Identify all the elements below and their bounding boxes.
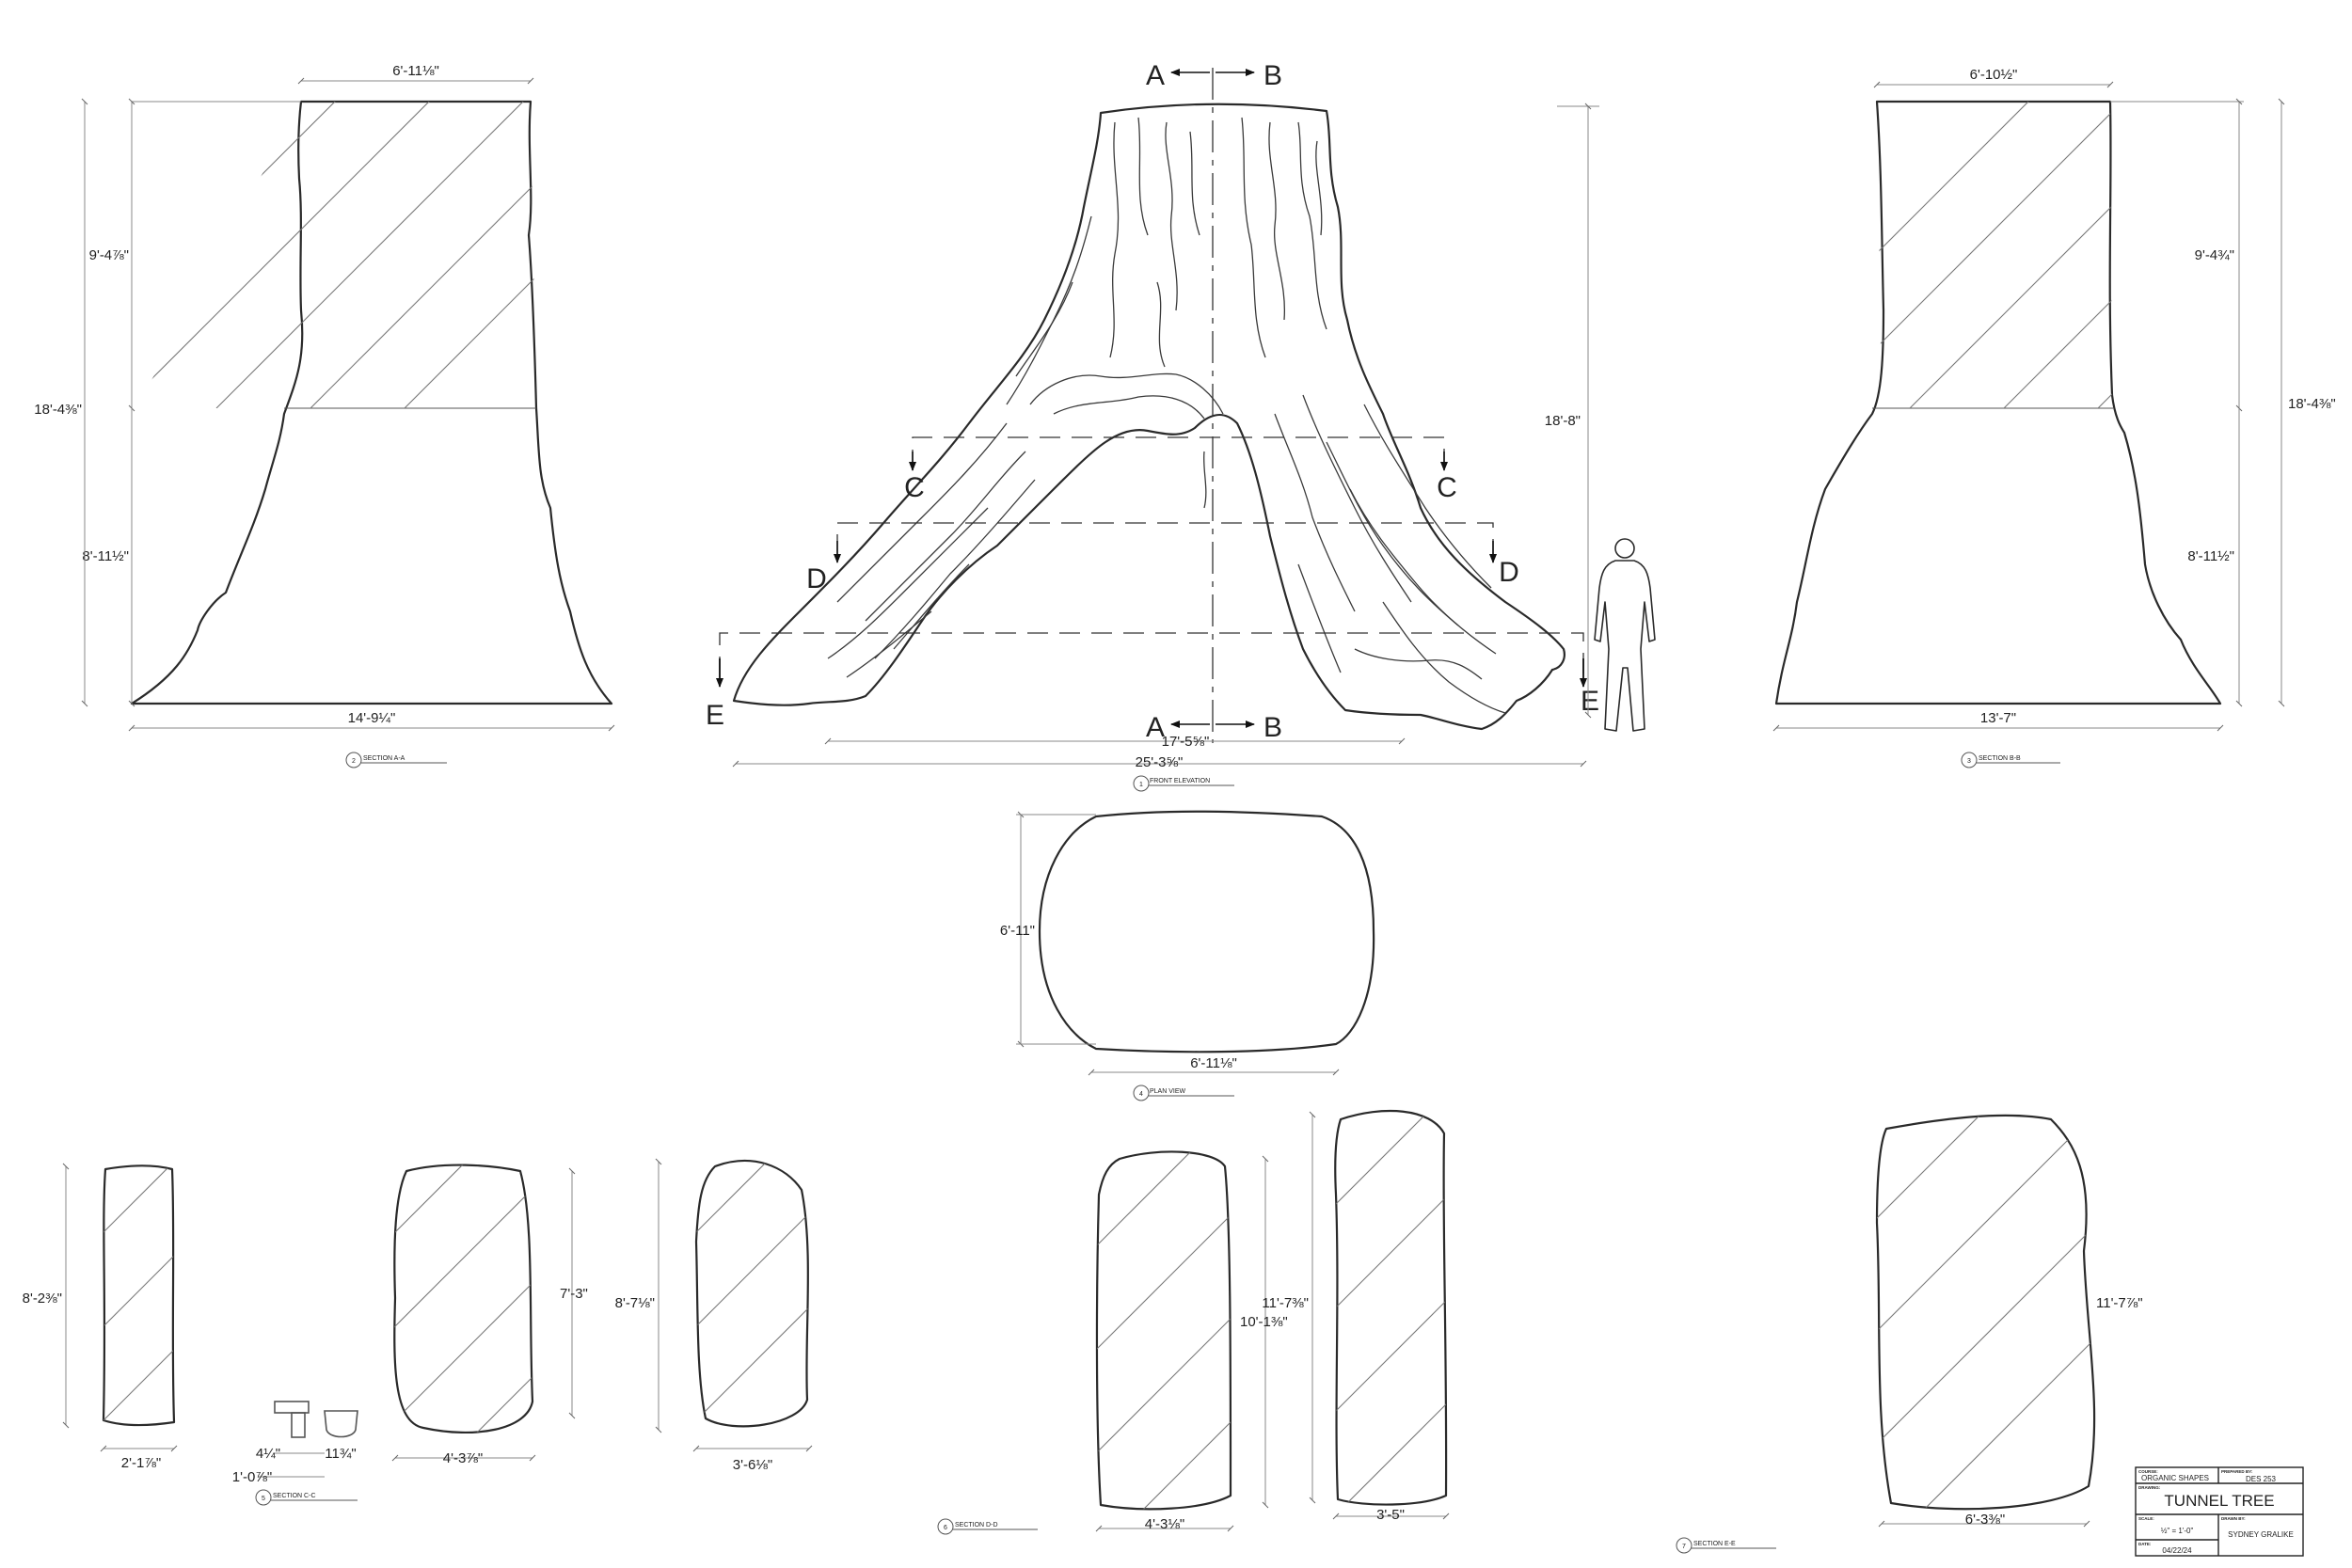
bb-upper-height-dim: 9'-4¾" [2195, 247, 2234, 263]
dd-section-1-outline [694, 1159, 809, 1428]
cut-mark-e-left: E [706, 700, 724, 731]
tb-scale: ½" = 1'-0" [2161, 1527, 2194, 1535]
ee-section-2-outline [1875, 1114, 2096, 1511]
ee-s2-height-dim: 11'-7⅞" [2096, 1295, 2143, 1311]
ee-s1-height-dim: 11'-7⅜" [1262, 1295, 1309, 1311]
cut-mark-a-top: A [1146, 60, 1165, 91]
tb-drawn-by: SYDNEY GRALIKE [2228, 1530, 2294, 1539]
tb-prepared-label: PREPARED BY: [2221, 1469, 2253, 1474]
cc-s1-height-dim: 8'-2⅜" [23, 1291, 62, 1307]
bark-texture [827, 117, 1506, 714]
plan-depth-dim: 6'-11" [1000, 923, 1035, 939]
fe-overall-width-dim: 25'-3⅝" [1136, 754, 1184, 770]
cut-mark-c-right: C [1437, 472, 1457, 503]
fe-view-title: FRONT ELEVATION [1150, 778, 1210, 784]
cut-mark-b-bottom: B [1263, 712, 1282, 743]
cut-mark-d-right: D [1499, 557, 1519, 588]
section-bb-outline [1774, 100, 2222, 705]
title-block: COURSE: ORGANIC SHAPES PREPARED BY: DES … [2135, 1466, 2304, 1557]
cc-s2-height-dim: 7'-3" [560, 1286, 588, 1302]
tb-drawing-label: DRAWING: [2138, 1485, 2161, 1490]
fe-view-number: 1 [1139, 782, 1143, 788]
cut-mark-a-bottom: A [1146, 712, 1165, 743]
aa-view-title: SECTION A-A [363, 755, 405, 762]
tree-outline [732, 103, 1565, 731]
cut-mark-d-left: D [806, 563, 827, 594]
ee-view-title: SECTION E-E [1693, 1541, 1736, 1547]
cut-mark-c-left: C [904, 472, 925, 503]
tb-date: 04/22/24 [2162, 1546, 2192, 1555]
bb-total-height-dim: 18'-4⅜" [2288, 396, 2336, 412]
human-scale-figure [1594, 538, 1656, 732]
tb-drawing-title: TUNNEL TREE [2164, 1492, 2274, 1510]
aa-view-number: 2 [352, 758, 356, 765]
front-elevation-view: A B A B C C D D E E 18'-8" 17'-5⅝" [706, 60, 1656, 792]
fe-height-dim: 18'-8" [1545, 413, 1581, 429]
plan-view-title: PLAN VIEW [1150, 1088, 1186, 1095]
tb-scale-label: SCALE: [2138, 1516, 2154, 1521]
bb-lower-height-dim: 8'-11½" [2187, 548, 2234, 564]
cc-section-2-outline [393, 1164, 534, 1434]
ee-s1-width-dim: 3'-5" [1376, 1507, 1405, 1523]
aa-base-width-dim: 14'-9¼" [348, 710, 396, 726]
cc-section-1-outline [102, 1164, 176, 1427]
tb-prepared-for: DES 253 [2246, 1475, 2277, 1483]
tb-date-label: DATE: [2138, 1542, 2152, 1546]
dd-s2-height-dim: 10'-1⅜" [1240, 1314, 1288, 1330]
cc-small-dim-1: 4¼" [256, 1446, 280, 1462]
tb-course-label: COURSE: [2138, 1469, 2158, 1474]
aa-upper-height-dim: 9'-4⅞" [89, 247, 129, 263]
bb-view-title: SECTION B-B [1979, 755, 2021, 762]
cc-small-dim-2: 11¾" [325, 1446, 356, 1462]
cc-s1-width-dim: 2'-1⅞" [121, 1455, 161, 1471]
cc-small-dim-3: 1'-0⅞" [232, 1469, 272, 1485]
plan-width-dim: 6'-11⅛" [1190, 1055, 1237, 1071]
cut-mark-e-right: E [1581, 686, 1599, 717]
tb-project-name: ORGANIC SHAPES [2141, 1474, 2209, 1482]
bb-base-width-dim: 13'-7" [1980, 710, 2016, 726]
dd-section-2-outline [1095, 1150, 1232, 1511]
ee-section-1-outline [1334, 1109, 1448, 1506]
ee-view-number: 7 [1682, 1544, 1686, 1550]
section-aa-view: 6'-11⅛" 9'-4⅞" 8'-11½" 18'-4⅜" 14'-9¼" 2… [34, 63, 615, 768]
plan-outline [1038, 810, 1375, 1053]
cc-s2-width-dim: 4'-3⅞" [443, 1450, 483, 1466]
bb-top-width-dim: 6'-10½" [1970, 67, 2018, 83]
section-ee-view: 11'-7⅜" 3'-5" 11'-7⅞" 6'-3⅜" 7 SECTION E… [1262, 1109, 2143, 1554]
aa-lower-height-dim: 8'-11½" [82, 548, 129, 564]
dd-view-number: 6 [944, 1525, 947, 1531]
dd-s1-height-dim: 8'-7⅛" [615, 1295, 655, 1311]
bb-view-number: 3 [1967, 758, 1971, 765]
ee-s2-width-dim: 6'-3⅜" [1965, 1512, 2005, 1528]
plan-view-number: 4 [1139, 1091, 1143, 1098]
section-cc-view: 8'-2⅜" 2'-1⅞" 7'-3" 4'-3⅞" 4¼" 11¾" 1'-0… [23, 1163, 588, 1506]
aa-total-height-dim: 18'-4⅜" [34, 402, 82, 418]
cut-mark-b-top: B [1263, 60, 1282, 91]
section-dd-view: 8'-7⅛" 3'-6⅛" 10'-1⅜" 4'-3⅛" 6 SECTION D… [615, 1150, 1288, 1535]
dd-s2-width-dim: 4'-3⅛" [1145, 1516, 1184, 1532]
dd-s1-width-dim: 3'-6⅛" [733, 1457, 772, 1473]
section-bb-view: 6'-10½" 9'-4¾" 8'-11½" 18'-4⅜" 13'-7" 3 … [1772, 67, 2336, 768]
fe-top-span-dim: 17'-5⅝" [1162, 734, 1210, 750]
aa-top-width-dim: 6'-11⅛" [392, 63, 439, 79]
tb-drawn-label: DRAWN BY: [2221, 1516, 2246, 1521]
section-aa-outline [130, 100, 613, 705]
cc-view-number: 5 [262, 1496, 265, 1502]
dd-view-title: SECTION D-D [955, 1522, 998, 1528]
cc-view-title: SECTION C-C [273, 1493, 316, 1499]
plan-view: 6'-11" 6'-11⅛" 4 PLAN VIEW [1000, 810, 1375, 1101]
